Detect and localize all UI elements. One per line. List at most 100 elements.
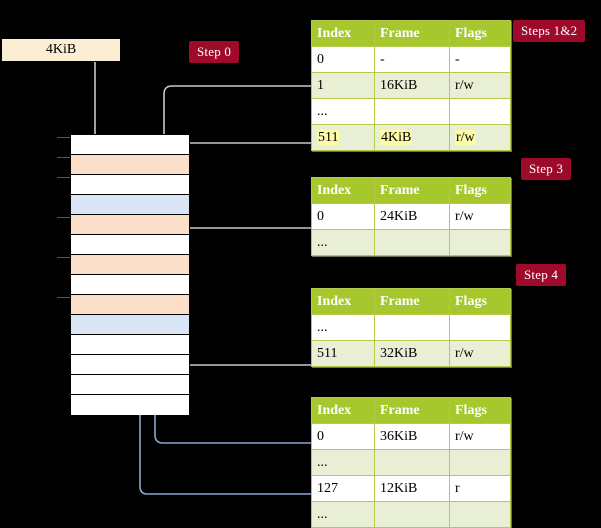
memory-frame-row [71, 155, 189, 175]
cell-flags: r/w [449, 423, 511, 450]
cell-frame [374, 314, 450, 341]
badge-step-0-label: Step 0 [197, 44, 232, 59]
cell-frame: - [374, 46, 450, 73]
memory-frame-row [71, 275, 189, 295]
cell-index: 511 [311, 124, 375, 151]
cell-frame: 24KiB [374, 203, 450, 230]
grid-tick [57, 217, 70, 218]
cell-index: ... [311, 314, 375, 341]
table-row[interactable]: ... [311, 98, 511, 125]
column-header-flags: Flags [449, 177, 511, 204]
cell-flags: r/w [449, 124, 511, 151]
grid-tick [57, 297, 70, 298]
cell-flags: r/w [449, 72, 511, 99]
cell-flags [449, 501, 511, 528]
memory-frame-row [71, 215, 189, 235]
badge-steps-1-2-label: Steps 1&2 [521, 23, 578, 38]
badge-step-4: Step 4 [516, 264, 567, 286]
cell-frame [374, 501, 450, 528]
cell-index: 1 [311, 72, 375, 99]
cell-frame [374, 98, 450, 125]
highlighted-value: r/w [455, 129, 476, 145]
cell-flags: r/w [449, 340, 511, 367]
memory-frame-row [71, 395, 189, 415]
memory-frame-row [71, 355, 189, 375]
grid-tick [57, 177, 70, 178]
table-row[interactable]: ... [311, 501, 511, 528]
badge-steps-1-2: Steps 1&2 [513, 20, 586, 42]
source-frame-box: 4KiB [1, 38, 121, 62]
memory-frame-row [71, 335, 189, 355]
cell-flags [449, 314, 511, 341]
cell-index: 0 [311, 203, 375, 230]
source-frame-label: 4KiB [45, 42, 77, 57]
cell-index: ... [311, 229, 375, 256]
cell-flags: r [449, 475, 511, 502]
cell-index: 511 [311, 340, 375, 367]
cell-frame: 12KiB [374, 475, 450, 502]
cell-flags [449, 98, 511, 125]
badge-step-0: Step 0 [189, 41, 240, 63]
badge-step-4-label: Step 4 [524, 267, 559, 282]
grid-tick [57, 157, 70, 158]
cell-frame [374, 229, 450, 256]
cell-index: 127 [311, 475, 375, 502]
memory-frame-row [71, 295, 189, 315]
cell-index: ... [311, 501, 375, 528]
cell-frame: 4KiB [374, 124, 450, 151]
table-row[interactable]: 0-- [311, 46, 511, 73]
memory-frame-row [71, 135, 189, 155]
column-header-index: Index [311, 177, 375, 204]
grid-tick [57, 257, 70, 258]
cell-flags [449, 449, 511, 476]
column-header-frame: Frame [374, 20, 450, 47]
cell-index: ... [311, 449, 375, 476]
physical-memory-grid [70, 134, 190, 415]
table-row[interactable]: ... [311, 314, 511, 341]
column-header-frame: Frame [374, 177, 450, 204]
cell-index: 0 [311, 423, 375, 450]
table-row[interactable]: ... [311, 449, 511, 476]
cell-frame: 36KiB [374, 423, 450, 450]
table-row[interactable]: 511 4KiB r/w [311, 124, 511, 151]
cell-frame: 16KiB [374, 72, 450, 99]
column-header-index: Index [311, 397, 375, 424]
memory-frame-row [71, 375, 189, 395]
memory-frame-row [71, 315, 189, 335]
cell-flags [449, 229, 511, 256]
cell-frame: 32KiB [374, 340, 450, 367]
cell-flags: - [449, 46, 511, 73]
memory-frame-row [71, 175, 189, 195]
column-header-index: Index [311, 20, 375, 47]
highlighted-value: 511 [317, 129, 340, 145]
cell-frame [374, 449, 450, 476]
column-header-frame: Frame [374, 288, 450, 315]
grid-tick [57, 137, 70, 138]
column-header-index: Index [311, 288, 375, 315]
table-row[interactable]: ... [311, 229, 511, 256]
column-header-flags: Flags [449, 20, 511, 47]
highlighted-value: 4KiB [380, 129, 413, 145]
column-header-flags: Flags [449, 288, 511, 315]
memory-frame-row [71, 235, 189, 255]
cell-index: ... [311, 98, 375, 125]
badge-step-3: Step 3 [521, 158, 572, 180]
cell-index: 0 [311, 46, 375, 73]
column-header-flags: Flags [449, 397, 511, 424]
column-header-frame: Frame [374, 397, 450, 424]
memory-frame-row [71, 255, 189, 275]
